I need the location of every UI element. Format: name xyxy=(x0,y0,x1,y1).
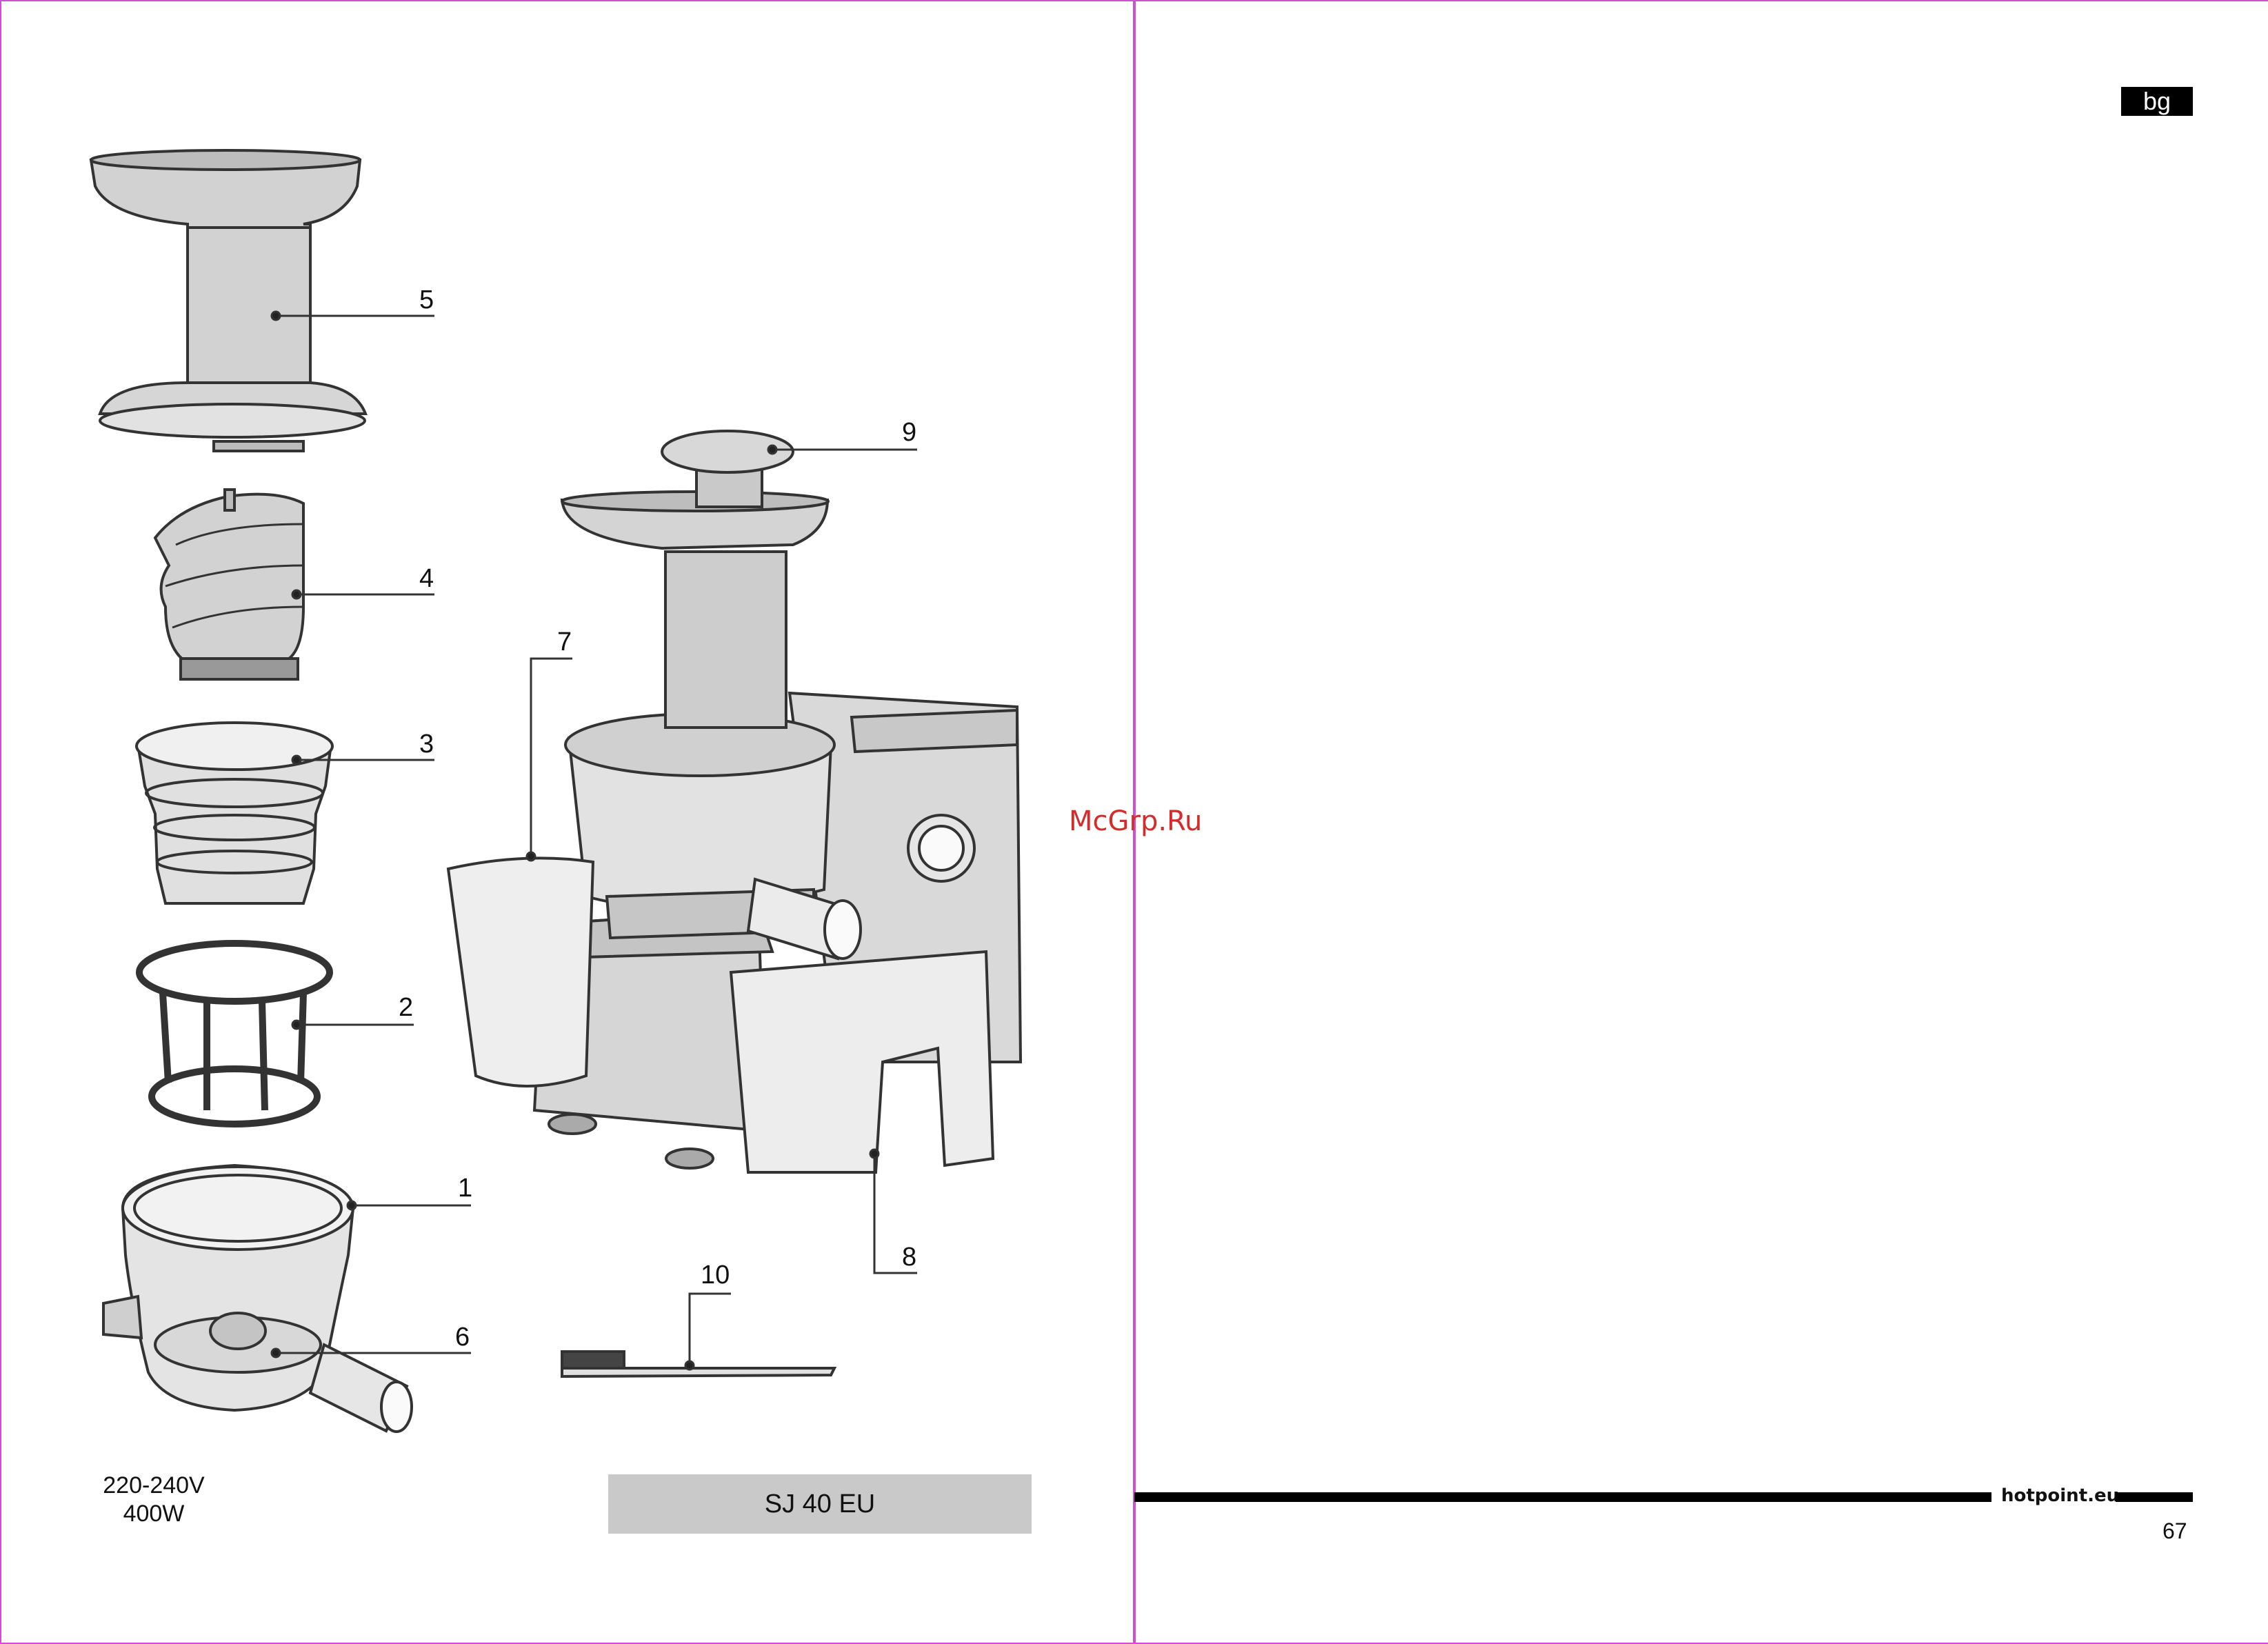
part-3-strainer xyxy=(137,723,332,903)
part-2-rotating-brush xyxy=(139,943,330,1124)
power-label: 400W xyxy=(95,1500,212,1528)
part-10-cleaning-brush xyxy=(562,1352,834,1376)
page-number: 67 xyxy=(2162,1518,2187,1544)
callout-4: 4 xyxy=(419,565,434,592)
model-label: SJ 40 EU xyxy=(765,1490,876,1519)
power-specs: 220-240V 400W xyxy=(95,1472,212,1528)
callout-9: 9 xyxy=(902,419,916,445)
callout-6: 6 xyxy=(455,1324,470,1350)
voltage-label: 220-240V xyxy=(95,1472,212,1500)
callout-7: 7 xyxy=(557,629,572,655)
callout-5: 5 xyxy=(419,287,434,313)
callout-8: 8 xyxy=(902,1244,916,1270)
callout-2: 2 xyxy=(399,994,413,1021)
callout-3: 3 xyxy=(419,731,434,757)
callout-10: 10 xyxy=(701,1262,730,1288)
model-box: SJ 40 EU xyxy=(608,1474,1032,1534)
assembled-juicer xyxy=(448,431,1021,1172)
part-5-feed-tube-lid xyxy=(91,150,365,451)
watermark: McGrp.Ru xyxy=(1069,805,1202,837)
footer-rule-right xyxy=(2116,1492,2193,1502)
language-tag: bg xyxy=(2121,87,2193,116)
footer-rule-left xyxy=(1134,1492,1991,1502)
brand-label: hotpoint.eu xyxy=(2001,1485,2119,1506)
callout-1: 1 xyxy=(458,1175,472,1201)
part-4-auger xyxy=(155,490,303,679)
